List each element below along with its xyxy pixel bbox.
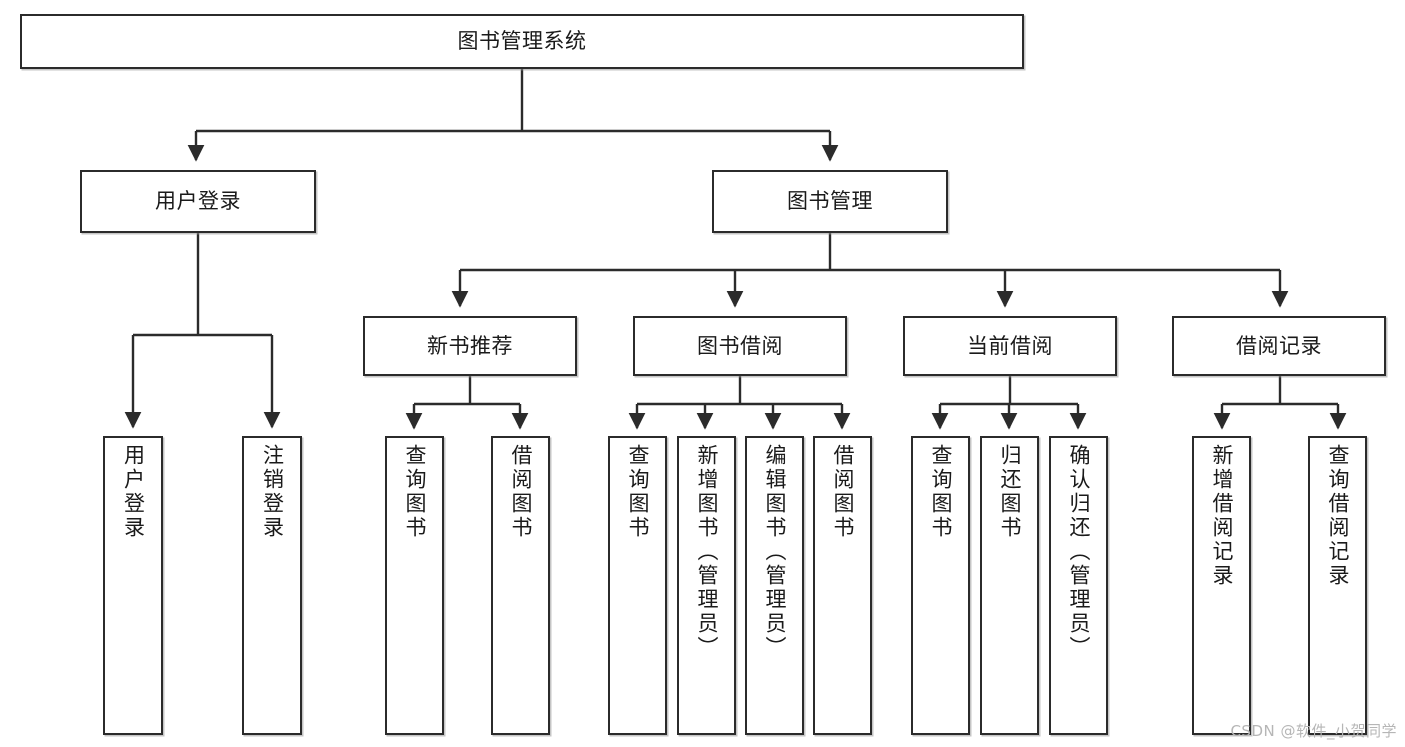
node-leaf-borrow-book-1-label: 借阅图书 [509, 444, 533, 540]
node-leaf-confirm-return-label: 确认归还（管理员） [1067, 444, 1091, 660]
node-leaf-query-book-2-label: 查询图书 [626, 444, 650, 540]
node-leaf-query-book-1[interactable]: 查询图书 [385, 436, 444, 735]
node-book-borrow[interactable]: 图书借阅 [633, 316, 847, 376]
node-leaf-add-record-label: 新增借阅记录 [1210, 444, 1234, 588]
node-leaf-query-record[interactable]: 查询借阅记录 [1308, 436, 1367, 735]
node-book-manage[interactable]: 图书管理 [712, 170, 948, 233]
node-new-book-recommend[interactable]: 新书推荐 [363, 316, 577, 376]
node-leaf-return-book-label: 归还图书 [998, 444, 1022, 540]
node-leaf-user-logout[interactable]: 注销登录 [242, 436, 302, 735]
node-leaf-edit-book[interactable]: 编辑图书（管理员） [745, 436, 804, 735]
node-leaf-edit-book-label: 编辑图书（管理员） [763, 444, 787, 660]
node-leaf-add-book[interactable]: 新增图书（管理员） [677, 436, 736, 735]
node-user-login[interactable]: 用户登录 [80, 170, 316, 233]
node-new-book-recommend-label: 新书推荐 [427, 333, 513, 358]
node-user-login-label: 用户登录 [155, 189, 241, 214]
node-current-borrow[interactable]: 当前借阅 [903, 316, 1117, 376]
node-leaf-borrow-book-1[interactable]: 借阅图书 [491, 436, 550, 735]
node-root[interactable]: 图书管理系统 [20, 14, 1024, 69]
node-leaf-add-book-label: 新增图书（管理员） [695, 444, 719, 660]
node-borrow-record-label: 借阅记录 [1236, 333, 1322, 358]
watermark: CSDN @软件_小贺同学 [1230, 722, 1397, 740]
node-borrow-record[interactable]: 借阅记录 [1172, 316, 1386, 376]
node-book-manage-label: 图书管理 [787, 189, 873, 214]
node-leaf-user-login-label: 用户登录 [121, 444, 146, 540]
node-leaf-user-logout-label: 注销登录 [260, 444, 285, 540]
node-leaf-borrow-book-2[interactable]: 借阅图书 [813, 436, 872, 735]
node-current-borrow-label: 当前借阅 [967, 333, 1053, 358]
node-leaf-query-book-3[interactable]: 查询图书 [911, 436, 970, 735]
node-root-label: 图书管理系统 [457, 29, 587, 54]
node-leaf-confirm-return[interactable]: 确认归还（管理员） [1049, 436, 1108, 735]
node-leaf-query-record-label: 查询借阅记录 [1326, 444, 1350, 588]
node-leaf-query-book-1-label: 查询图书 [403, 444, 427, 540]
node-leaf-user-login[interactable]: 用户登录 [103, 436, 163, 735]
node-book-borrow-label: 图书借阅 [697, 333, 783, 358]
node-leaf-query-book-3-label: 查询图书 [929, 444, 953, 540]
node-leaf-borrow-book-2-label: 借阅图书 [831, 444, 855, 540]
node-leaf-query-book-2[interactable]: 查询图书 [608, 436, 667, 735]
node-leaf-return-book[interactable]: 归还图书 [980, 436, 1039, 735]
node-leaf-add-record[interactable]: 新增借阅记录 [1192, 436, 1251, 735]
